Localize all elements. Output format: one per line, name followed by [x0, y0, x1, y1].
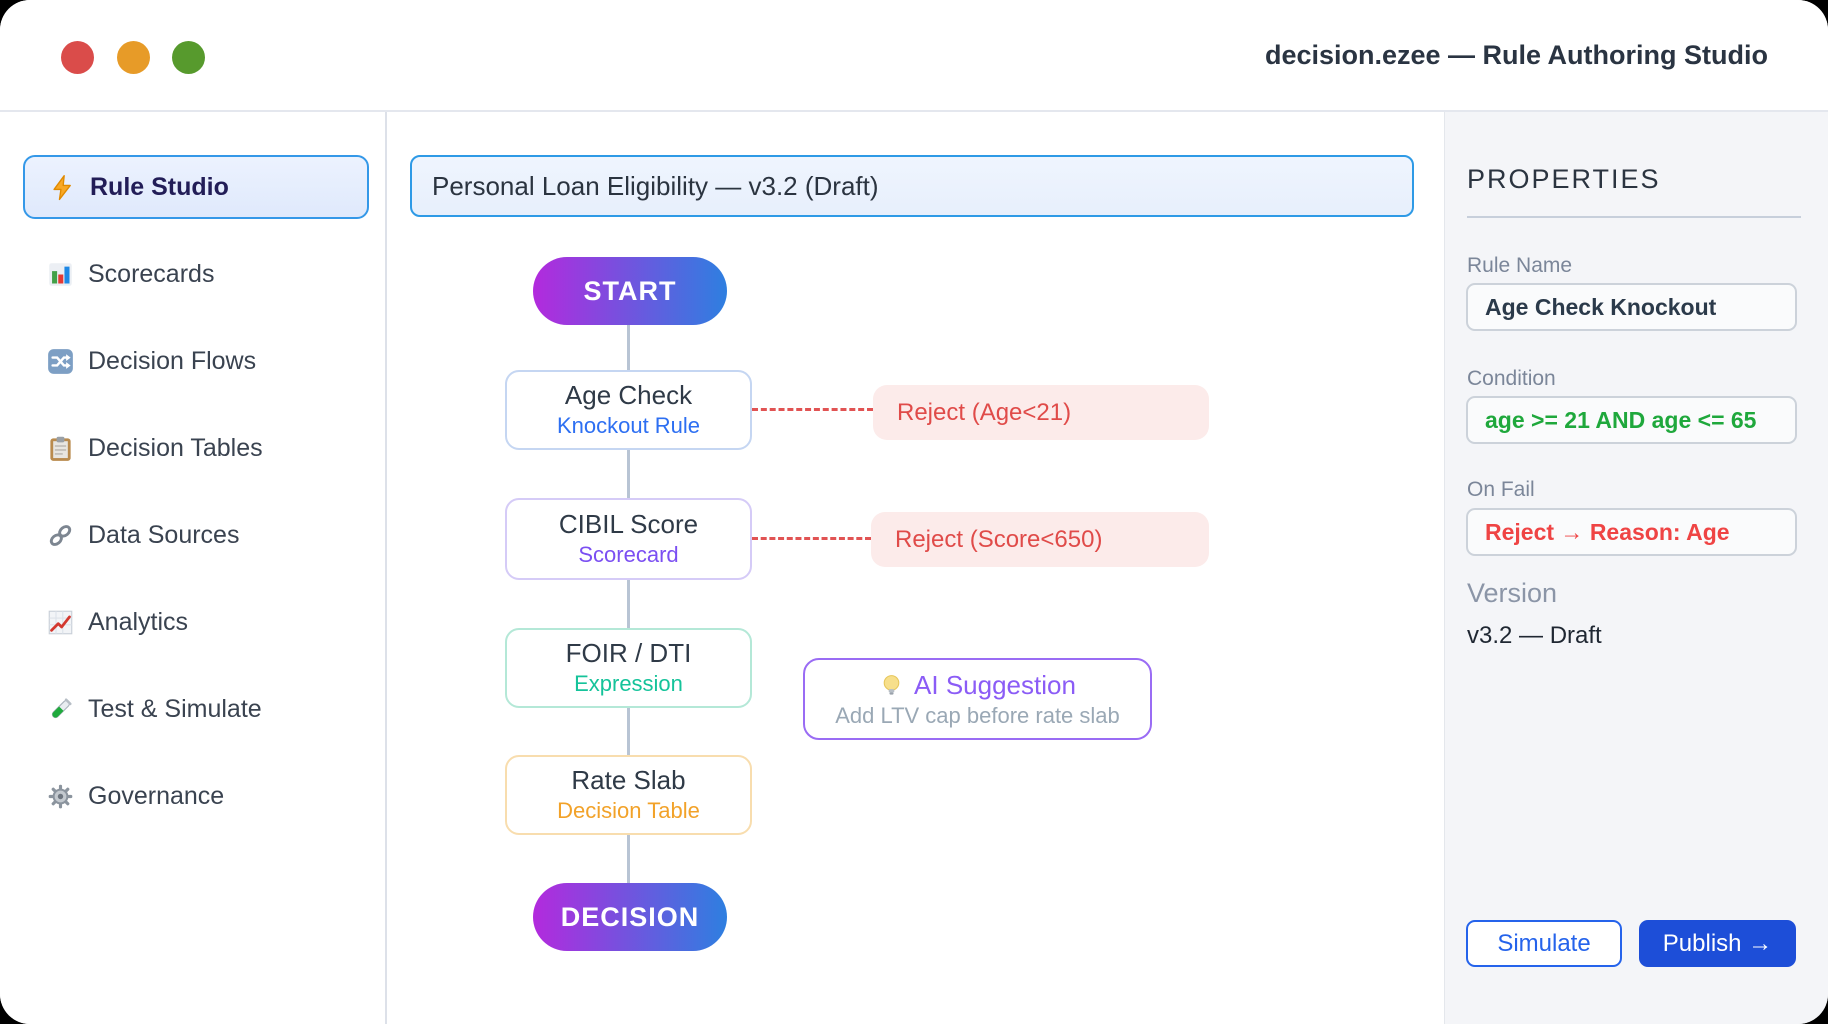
properties-panel: PROPERTIES Rule Name Condition On Fail V… [1444, 112, 1828, 1024]
node-subtitle: Decision Table [557, 797, 700, 823]
rule-canvas: Personal Loan Eligibility — v3.2 (Draft)… [389, 112, 1444, 1024]
connector-line [627, 450, 630, 498]
sidebar-item-label: Decision Flows [88, 346, 257, 375]
clipboard-icon [45, 433, 75, 463]
rule-title-bar[interactable]: Personal Loan Eligibility — v3.2 (Draft) [410, 155, 1414, 217]
sidebar-item-decision-flows[interactable]: Decision Flows [23, 329, 369, 393]
ai-suggestion-subtitle: Add LTV cap before rate slab [835, 702, 1120, 728]
test-tube-icon [45, 694, 75, 724]
sidebar: Rule Studio Scorecards Decision Flows De… [0, 112, 387, 1024]
connector-line [627, 835, 630, 883]
link-icon [45, 520, 75, 550]
sidebar-item-scorecards[interactable]: Scorecards [23, 242, 369, 306]
node-title: Age Check [564, 380, 693, 411]
ai-suggestion-card[interactable]: AI Suggestion Add LTV cap before rate sl… [803, 658, 1152, 740]
minimize-button[interactable] [117, 41, 150, 74]
chart-up-icon [45, 607, 75, 637]
node-foir-dti[interactable]: FOIR / DTI Expression [505, 628, 752, 708]
start-node[interactable]: START [533, 257, 727, 325]
node-subtitle: Expression [574, 670, 683, 696]
bar-chart-icon [45, 259, 75, 289]
maximize-button[interactable] [172, 41, 205, 74]
sidebar-item-data-sources[interactable]: Data Sources [23, 503, 369, 567]
rule-name-field[interactable] [1466, 283, 1797, 331]
gear-icon [45, 781, 75, 811]
reject-connector [752, 408, 873, 411]
zap-icon [47, 172, 77, 202]
sidebar-item-label: Analytics [88, 607, 189, 636]
sidebar-item-test-simulate[interactable]: Test & Simulate [23, 677, 369, 741]
sidebar-item-label: Governance [88, 781, 225, 810]
sidebar-item-governance[interactable]: Governance [23, 764, 369, 828]
node-age-check[interactable]: Age Check Knockout Rule [505, 370, 752, 450]
node-rate-slab[interactable]: Rate Slab Decision Table [505, 755, 752, 835]
ai-suggestion-title: AI Suggestion [914, 669, 1076, 700]
version-value: v3.2 — Draft [1467, 622, 1602, 649]
sidebar-item-label: Rule Studio [90, 172, 229, 201]
condition-field[interactable] [1466, 396, 1797, 444]
rule-name-label: Rule Name [1467, 254, 1573, 277]
sidebar-item-decision-tables[interactable]: Decision Tables [23, 416, 369, 480]
decision-node[interactable]: DECISION [533, 883, 727, 951]
reject-connector [752, 537, 871, 540]
node-title: Rate Slab [571, 765, 686, 796]
connector-line [627, 580, 630, 628]
node-subtitle: Knockout Rule [556, 412, 701, 438]
version-label: Version [1467, 578, 1558, 608]
simulate-button[interactable]: Simulate [1466, 920, 1622, 967]
reject-label-age: Reject (Age<21) [873, 385, 1209, 440]
connector-line [627, 325, 630, 370]
node-title: FOIR / DTI [565, 638, 692, 669]
divider [1467, 216, 1801, 218]
connector-line [627, 708, 630, 755]
on-fail-field[interactable] [1466, 508, 1797, 556]
sidebar-item-rule-studio[interactable]: Rule Studio [23, 155, 369, 219]
sidebar-item-label: Scorecards [88, 259, 215, 288]
reject-label-score: Reject (Score<650) [871, 512, 1209, 567]
sidebar-item-analytics[interactable]: Analytics [23, 590, 369, 654]
properties-header: PROPERTIES [1467, 164, 1661, 194]
condition-label: Condition [1467, 367, 1556, 390]
titlebar: decision.ezee — Rule Authoring Studio [0, 0, 1828, 112]
node-title: CIBIL Score [558, 509, 699, 540]
close-button[interactable] [61, 41, 94, 74]
shuffle-icon [45, 346, 75, 376]
node-subtitle: Scorecard [578, 541, 679, 567]
sidebar-item-label: Test & Simulate [88, 694, 262, 723]
node-cibil-score[interactable]: CIBIL Score Scorecard [505, 498, 752, 580]
sidebar-item-label: Data Sources [88, 520, 240, 549]
window-title: decision.ezee — Rule Authoring Studio [1264, 39, 1768, 70]
publish-button[interactable]: Publish → [1639, 920, 1796, 967]
lightbulb-icon [883, 674, 900, 695]
sidebar-item-label: Decision Tables [88, 433, 263, 462]
on-fail-label: On Fail [1467, 478, 1535, 501]
